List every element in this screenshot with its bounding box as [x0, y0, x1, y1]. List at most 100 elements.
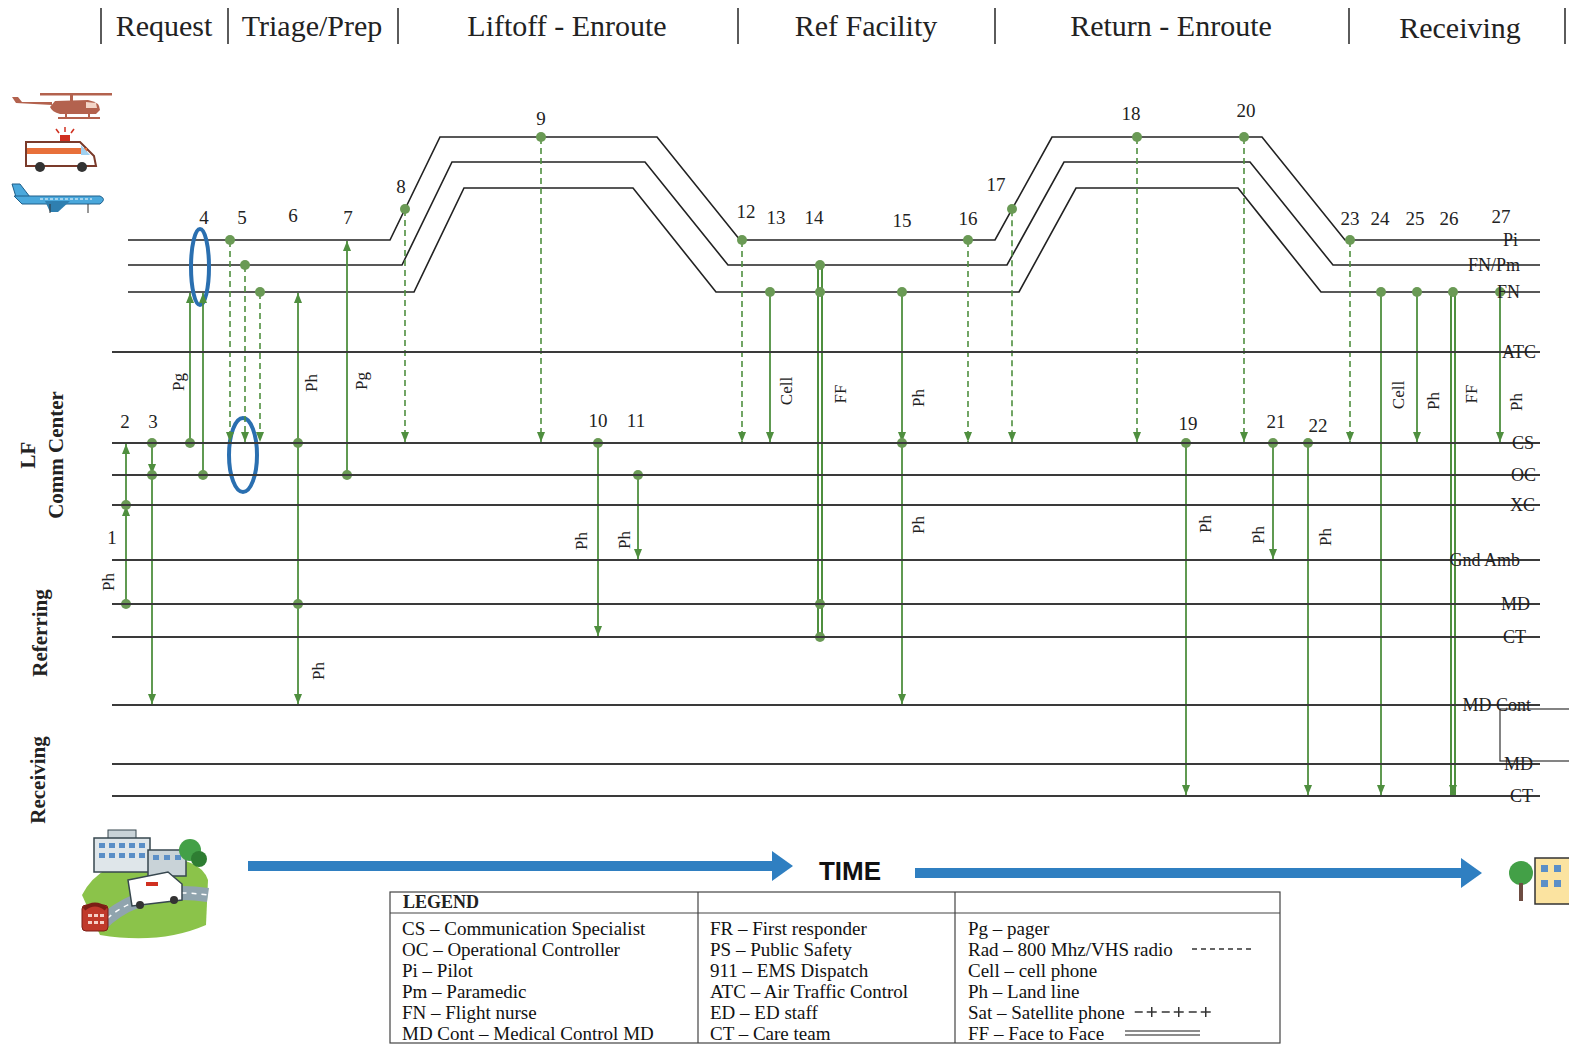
- channel-label: Ph: [616, 531, 633, 549]
- connector: [260, 293, 261, 442]
- group-label: Referring: [30, 589, 51, 676]
- connector-line: [202, 293, 204, 474]
- callout-number: 8: [396, 177, 406, 196]
- swimlane: MD: [112, 603, 1540, 605]
- satellite-line-sample: [1135, 1007, 1211, 1017]
- swimlane: FN: [128, 291, 1540, 293]
- callout-number: 18: [1122, 104, 1141, 123]
- lane-label: OC: [1511, 466, 1536, 484]
- channel-label: FF: [832, 385, 849, 404]
- channel-label: Ph: [910, 389, 927, 407]
- swimlane: OC: [112, 474, 1540, 476]
- connector-line: [151, 476, 153, 704]
- callout-number: 15: [893, 211, 912, 230]
- connector: [230, 241, 231, 442]
- connector: [902, 293, 903, 442]
- connector-inner: [819, 266, 821, 636]
- connector: [1381, 293, 1382, 795]
- airplane-icon: [12, 184, 104, 213]
- legend-entry: Pg – pager: [968, 919, 1049, 938]
- channel-label: Ph: [910, 516, 927, 534]
- connector-line: [1499, 293, 1501, 442]
- face-to-face-sample: [1125, 1031, 1200, 1035]
- callout-number: 23: [1341, 209, 1360, 228]
- callout-number: 10: [589, 411, 608, 430]
- connector-line: [1136, 138, 1138, 442]
- connector: [1500, 293, 1501, 442]
- connector-line: [1349, 241, 1351, 442]
- channel-label: Ph: [1425, 392, 1442, 410]
- callout-number: 21: [1267, 412, 1286, 431]
- swimlane: Gnd Amb: [112, 559, 1540, 561]
- legend-entry: Cell – cell phone: [968, 961, 1097, 980]
- swimlane: CT: [112, 795, 1540, 797]
- group-label: Comm Center: [46, 391, 67, 519]
- callout-number: 6: [288, 206, 298, 225]
- legend-entry: Pi – Pilot: [402, 961, 473, 980]
- callout-number: 26: [1440, 209, 1459, 228]
- swimlane: XC: [112, 504, 1540, 506]
- connector: [638, 476, 639, 559]
- legend-entry: FF – Face to Face: [968, 1024, 1104, 1043]
- phase-separators: [101, 8, 1565, 44]
- lane-label: Gnd Amb: [1449, 551, 1520, 569]
- lane-label: ATC: [1502, 343, 1536, 361]
- callout-number: 17: [987, 175, 1006, 194]
- hospital-clipart: [82, 830, 208, 938]
- connector-line: [1272, 444, 1274, 559]
- lane-label: XC: [1510, 496, 1535, 514]
- channel-label: Ph: [100, 573, 117, 591]
- group-label: LF: [18, 442, 39, 469]
- legend-entry: ED – ED staff: [710, 1003, 818, 1022]
- swimlane: CT: [112, 636, 1540, 638]
- legend-title: LEGEND: [403, 893, 479, 911]
- helicopter-icon: [12, 93, 112, 119]
- connector: [1417, 293, 1418, 442]
- connector-line: [967, 241, 969, 442]
- connector: [902, 444, 903, 704]
- connector-line: [637, 476, 639, 559]
- connector: [190, 293, 191, 442]
- group-label: Receiving: [28, 736, 49, 823]
- callout-number: 22: [1309, 416, 1328, 435]
- flight-profiles: [128, 137, 1540, 292]
- phase-header: Liftoff - Enroute: [467, 11, 666, 41]
- connector-line: [125, 506, 127, 603]
- swimlane: MD: [112, 763, 1540, 765]
- legend-entry: 911 – EMS Dispatch: [710, 961, 868, 980]
- callout-number: 9: [536, 109, 546, 128]
- connector-line: [817, 266, 823, 636]
- connector-line: [244, 266, 246, 442]
- callout-number: 24: [1371, 209, 1390, 228]
- connector: [126, 506, 127, 603]
- connector-line: [1011, 210, 1013, 442]
- connector-line: [297, 444, 299, 704]
- connector: [405, 210, 406, 442]
- connector: [1350, 241, 1351, 442]
- connector-line: [189, 293, 191, 442]
- swimlane: MD Cont: [112, 704, 1540, 706]
- connector-inner: [1452, 293, 1454, 785]
- callout-number: 3: [148, 412, 158, 431]
- connector-line: [769, 293, 771, 442]
- lane-label: FN: [1497, 283, 1520, 301]
- connector-line: [1307, 444, 1309, 795]
- connector-line: [597, 444, 599, 636]
- callout-number: 5: [237, 208, 247, 227]
- connectors: [126, 138, 1500, 795]
- channel-label: Ph: [573, 532, 590, 550]
- lane-label: CT: [1503, 628, 1526, 646]
- legend-entry: ATC – Air Traffic Control: [710, 982, 908, 1001]
- connector: [203, 293, 204, 474]
- connector: [347, 241, 348, 474]
- legend-entry: Rad – 800 Mhz/VHS radio: [968, 940, 1173, 959]
- callout-number: 13: [767, 208, 786, 227]
- channel-label: Cell: [1390, 381, 1407, 409]
- connector: [968, 241, 969, 442]
- connector: [1186, 444, 1187, 795]
- channel-label: Ph: [1197, 515, 1214, 533]
- phase-header: Triage/Prep: [242, 11, 383, 41]
- callout-number: 19: [1179, 414, 1198, 433]
- callout-number: 27: [1492, 207, 1511, 226]
